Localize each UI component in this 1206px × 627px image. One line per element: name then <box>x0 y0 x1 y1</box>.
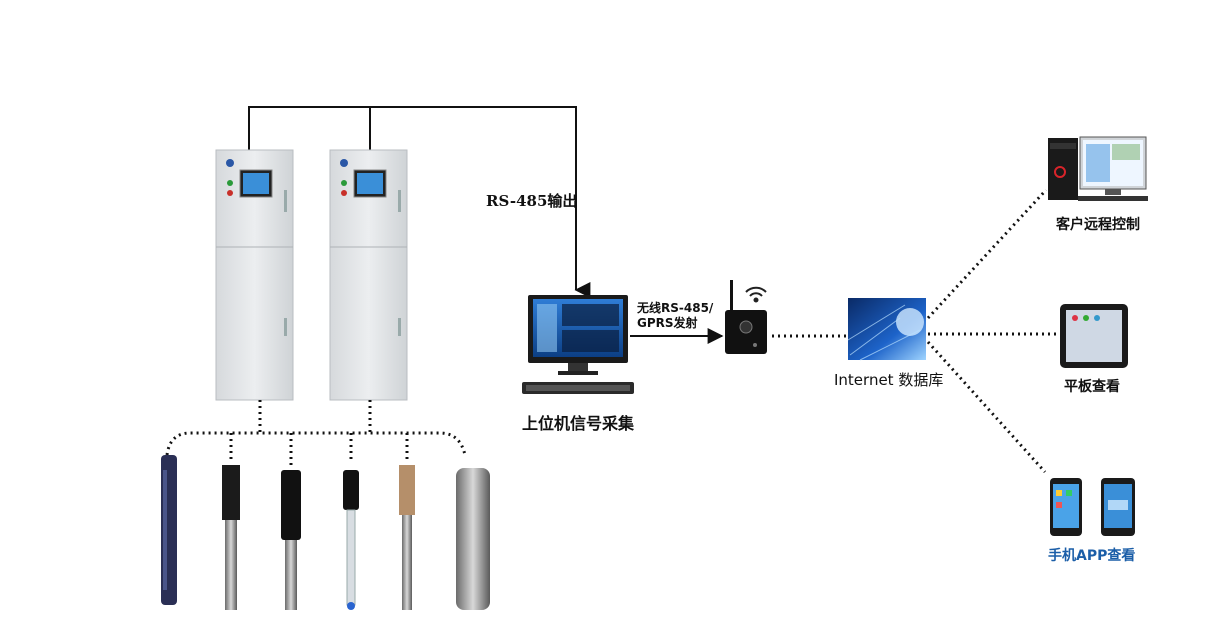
analyzer-cabinet-1 <box>215 149 294 401</box>
internet-client-links <box>926 188 1058 474</box>
sensor-probe-5 <box>399 465 415 610</box>
client-monitor <box>1078 136 1148 201</box>
rs485-output-label: RS-485输出 <box>486 192 578 210</box>
tablet <box>1060 304 1128 368</box>
internet-db-label: Internet 数据库 <box>834 371 944 389</box>
sensor-probe-6 <box>456 468 490 610</box>
sensor-probe-4 <box>343 470 359 610</box>
analyzer-cabinet-2 <box>329 149 408 401</box>
sensor-probe-2 <box>222 465 240 610</box>
wireless-tx-label-1: 无线RS-485/ <box>637 301 714 315</box>
sensor-probe-1 <box>161 455 177 605</box>
wifi-icon <box>745 286 767 303</box>
tablet-view-label: 平板查看 <box>1064 379 1120 395</box>
smartphone-1 <box>1050 478 1082 536</box>
sensor-probe-3 <box>281 470 301 610</box>
internet-globe <box>847 298 926 361</box>
pc-tower <box>1048 138 1078 200</box>
desktop-monitor <box>522 295 634 394</box>
phone-app-label: 手机APP查看 <box>1048 548 1136 564</box>
pc-collect-label: 上位机信号采集 <box>522 414 635 433</box>
gprs-transmitter <box>725 280 767 354</box>
smartphone-2 <box>1101 478 1135 536</box>
sensor-bus <box>165 400 467 465</box>
rs485-connection <box>248 106 591 298</box>
wireless-tx-label-2: GPRS发射 <box>637 316 698 330</box>
client-remote-label: 客户远程控制 <box>1056 217 1140 233</box>
